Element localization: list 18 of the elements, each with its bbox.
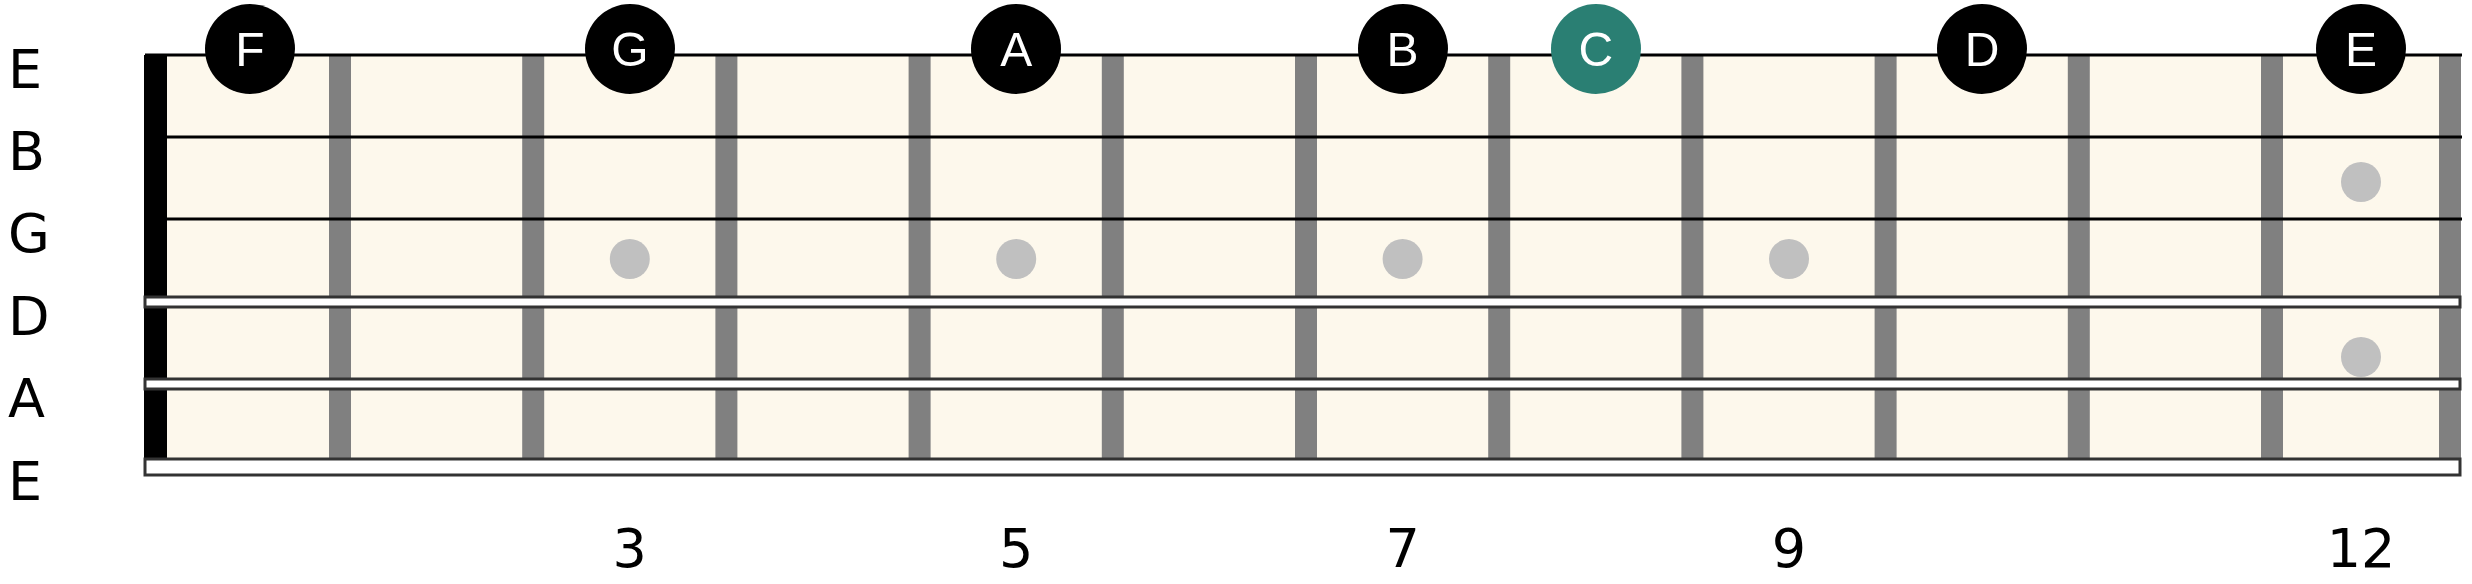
note-marker: C — [1550, 4, 1641, 94]
string-name: B — [8, 125, 46, 179]
fret-number: 9 — [1771, 522, 1807, 576]
note-marker: A — [971, 4, 1062, 94]
string-name: D — [8, 290, 50, 344]
note-marker: E — [2316, 4, 2406, 94]
string-name: E — [8, 43, 43, 97]
note-marker: F — [205, 4, 295, 94]
fret-number: 12 — [2326, 522, 2396, 576]
fret-number: 3 — [612, 522, 647, 576]
fret-number: 5 — [999, 522, 1034, 576]
fret-number: 7 — [1385, 522, 1420, 576]
string-name: G — [8, 207, 50, 261]
note-marker: D — [1937, 4, 2028, 94]
string-name: E — [8, 455, 43, 509]
note-marker: B — [1357, 4, 1448, 94]
string-name: A — [8, 372, 45, 426]
note-marker: G — [584, 4, 675, 94]
